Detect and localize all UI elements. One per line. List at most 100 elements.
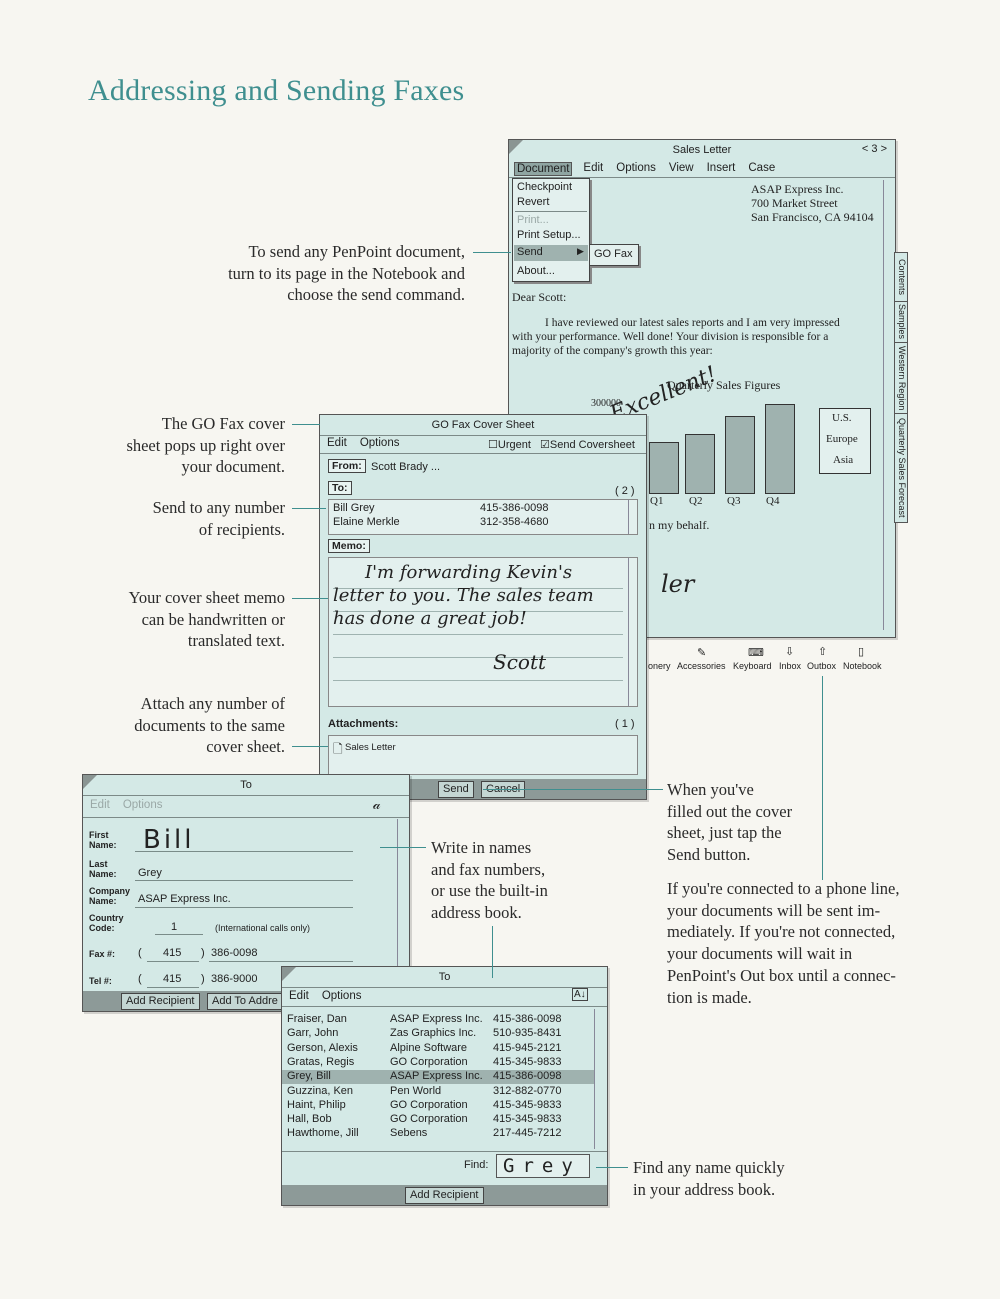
tab-samples[interactable]: Samples: [894, 301, 908, 343]
recipient-name[interactable]: Elaine Merkle: [333, 516, 400, 528]
add-recipient-button[interactable]: Add Recipient: [121, 993, 200, 1010]
chart-tick-label: Q4: [766, 495, 780, 507]
tab-contents[interactable]: Contents: [894, 252, 908, 302]
cover-sheet-window: GO Fax Cover Sheet Edit Options ☐Urgent …: [319, 414, 647, 800]
menu-edit[interactable]: Edit: [90, 799, 110, 811]
country-code-field[interactable]: 1: [171, 921, 178, 933]
recipient-scrollbar[interactable]: [628, 500, 637, 534]
memo-scrollbar[interactable]: [628, 558, 637, 706]
sort-az-icon[interactable]: A↓: [572, 988, 588, 1001]
menu-item-print[interactable]: Print...: [517, 214, 549, 226]
menu-item-print-setup[interactable]: Print Setup...: [517, 229, 581, 241]
recipient-list: Bill Grey 415-386-0098 Elaine Merkle 312…: [328, 499, 638, 535]
menu-item-send[interactable]: Send: [517, 246, 543, 258]
menu-options[interactable]: Options: [359, 437, 400, 449]
tel-label: Tel #:: [89, 976, 112, 986]
document-icon: 🗋: [333, 742, 343, 756]
find-value: Grey: [503, 1155, 581, 1177]
tel-area-field[interactable]: 415: [163, 973, 182, 985]
chart-tick-label: Q3: [727, 495, 741, 507]
menu-edit[interactable]: Edit: [289, 990, 309, 1002]
bookshelf-keyboard[interactable]: Keyboard: [733, 661, 772, 671]
letter-scrollbar[interactable]: [883, 180, 892, 630]
from-value[interactable]: Scott Brady ...: [371, 461, 441, 473]
tab-western-region[interactable]: Western Region: [894, 342, 908, 414]
callout-recipients: Send to any number of recipients.: [152, 498, 285, 539]
send-button[interactable]: Send: [438, 781, 474, 798]
fax-paren-open: (: [138, 947, 142, 959]
last-name-field[interactable]: Grey: [138, 867, 162, 879]
outbox-icon: ⇧: [818, 646, 828, 658]
fax-number-field[interactable]: 386-0098: [211, 947, 258, 959]
bookshelf-accessories[interactable]: Accessories: [677, 661, 726, 671]
memo-button[interactable]: Memo:: [328, 539, 370, 553]
to-button[interactable]: To:: [328, 481, 352, 495]
bookshelf-outbox[interactable]: Outbox: [807, 661, 837, 671]
recipient-name[interactable]: Bill Grey: [333, 502, 375, 514]
menu-item-checkpoint[interactable]: Checkpoint: [517, 181, 573, 193]
tab-quarterly-sales[interactable]: Quarterly Sales Forecast: [894, 413, 908, 523]
page-number-control[interactable]: < 3 >: [861, 143, 887, 155]
cover-sheet-titlebar: GO Fax Cover Sheet: [320, 415, 646, 435]
first-name-field[interactable]: Bill: [143, 825, 195, 855]
submenu-arrow-icon: ▶: [577, 246, 584, 256]
find-field[interactable]: Grey: [496, 1154, 590, 1178]
add-to-address-book-button[interactable]: Add To Addre: [207, 993, 283, 1010]
bookshelf-notebook[interactable]: Notebook: [843, 661, 882, 671]
contact-fax: 217-445-7212: [493, 1127, 562, 1140]
contact-company: ASAP Express Inc.: [390, 1070, 483, 1083]
memo-area[interactable]: I'm forwarding Kevin's letter to you. Th…: [328, 557, 638, 707]
menu-edit[interactable]: Edit: [327, 437, 347, 449]
menu-case[interactable]: Case: [748, 162, 776, 174]
tel-paren-open: (: [138, 973, 142, 985]
menu-options[interactable]: Options: [321, 990, 362, 1002]
urgent-checkbox[interactable]: ☐Urgent: [488, 439, 531, 451]
menu-options[interactable]: Options: [122, 799, 163, 811]
menu-item-revert[interactable]: Revert: [517, 196, 550, 208]
menu-edit[interactable]: Edit: [583, 162, 604, 174]
menu-item-go-fax[interactable]: GO Fax: [594, 248, 633, 260]
menu-insert[interactable]: Insert: [706, 162, 736, 174]
memo-line: has done a great job!: [333, 608, 527, 629]
from-button[interactable]: From:: [328, 459, 366, 473]
window-corner: [83, 775, 97, 789]
attachment-item[interactable]: Sales Letter: [345, 742, 396, 753]
add-recipient-button[interactable]: Add Recipient: [405, 1187, 484, 1204]
notebook-icon: ▯: [858, 646, 865, 658]
company-name-field[interactable]: ASAP Express Inc.: [138, 893, 231, 905]
fax-area-field[interactable]: 415: [163, 947, 182, 959]
contact-fax: 510-935-8431: [493, 1027, 562, 1040]
tel-number-field[interactable]: 386-9000: [211, 973, 258, 985]
first-name-label: First Name:: [89, 830, 117, 850]
chart-title: Quarterly Sales Figures: [667, 378, 781, 392]
window-corner: [509, 140, 523, 154]
menu-document[interactable]: Document: [514, 162, 573, 176]
to-count: ( 2 ): [615, 485, 635, 497]
address-list-scrollbar[interactable]: [594, 1009, 603, 1149]
contact-company: GO Corporation: [390, 1098, 468, 1111]
chart-axis-value: 300000: [591, 398, 621, 409]
recipient-fax[interactable]: 415-386-0098: [480, 502, 549, 514]
send-coversheet-checkbox[interactable]: ☑Send Coversheet: [540, 439, 635, 451]
menu-view[interactable]: View: [668, 162, 694, 174]
recipient-fax[interactable]: 312-358-4680: [480, 516, 549, 528]
menu-item-about[interactable]: About...: [517, 265, 555, 277]
bookshelf-inbox[interactable]: Inbox: [779, 661, 802, 671]
menu-options[interactable]: Options: [616, 162, 656, 174]
address-book-menubar: Edit Options: [282, 990, 607, 1002]
to-form-scrollbar[interactable]: [397, 819, 406, 989]
bookshelf-stationery[interactable]: onery: [648, 661, 671, 671]
memo-line: I'm forwarding Kevin's: [365, 562, 573, 583]
sales-letter-titlebar: Sales Letter: [509, 140, 895, 160]
fax-paren-close: ): [201, 947, 205, 959]
handwriting-mode-icon[interactable]: 𝒶: [373, 796, 381, 812]
